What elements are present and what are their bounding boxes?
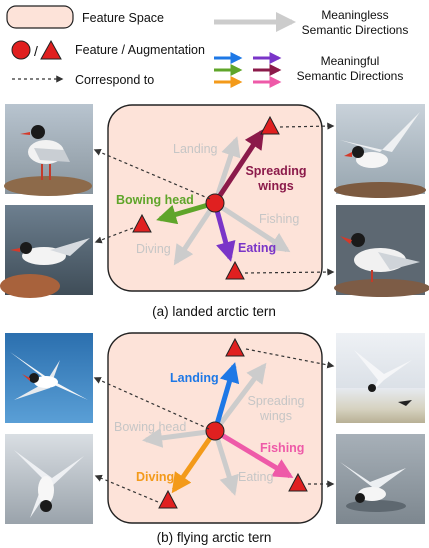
label-b-spreading-1: Spreading [248,394,305,408]
aug-a-eating [225,260,245,280]
legend-augmentation-icon [40,39,62,60]
label-b-fishing: Fishing [260,441,304,455]
legend-feature-icon [11,40,31,60]
arrow-b-diving [171,429,218,494]
corr-b-diving [94,474,159,503]
panel-b: Landing Spreading wings Bowing head Fish… [5,332,425,545]
photo-b-top-right [336,333,425,423]
photo-a-bottom-left [0,205,93,298]
arrow-a-fishing [213,200,291,253]
label-a-diving: Diving [136,242,171,256]
photo-b-bottom-left [5,434,93,524]
legend-meaningful-line1: Meaningful [321,54,380,68]
legend-meaningful-line2: Semantic Directions [297,69,404,83]
arrow-a-eating [212,202,236,262]
corr-b-feature [93,377,210,430]
aug-a-spreading [260,115,280,135]
legend-meaningless-line1: Meaningless [321,8,388,22]
feature-point-b [205,421,225,441]
aug-b-landing [225,337,245,357]
arrow-b-fishing [213,428,294,479]
panel-a: Landing Spreading wings Bowing head Fish… [0,104,429,319]
corr-a-bowing [94,227,134,244]
label-b-diving: Diving [136,470,174,484]
legend-slash: / [34,43,38,59]
photo-a-top-left [4,104,93,196]
arrow-a-spreading [212,128,265,205]
aug-b-fishing [288,472,308,492]
corr-b-landing [245,348,335,369]
label-b-eating: Eating [238,470,273,484]
label-b-landing: Landing [170,371,219,385]
arrow-a-diving [173,201,218,266]
arrow-a-landing [212,136,241,204]
label-a-spreading-2: wings [257,179,293,193]
photo-b-top-left [5,333,93,423]
legend-feature-space-swatch [6,5,74,29]
caption-a: (a) landed arctic tern [152,304,276,319]
legend-feature-label: Feature / Augmentation [75,43,205,57]
aug-a-bowing [132,213,152,233]
label-a-eating: Eating [238,241,276,255]
aug-b-diving [158,489,178,509]
feature-point-a [205,193,225,213]
label-a-bowing: Bowing head [116,193,194,207]
arrow-b-spreading [213,362,267,433]
legend-correspond-label: Correspond to [75,73,154,87]
label-b-spreading-2: wings [259,409,292,423]
photo-a-top-right [334,104,426,198]
photo-a-bottom-right [334,205,429,297]
legend: Feature Space / Feature / Augmentation C… [6,5,409,88]
caption-b: (b) flying arctic tern [157,530,272,545]
label-a-spreading-1: Spreading [245,164,306,178]
legend-feature-space-label: Feature Space [82,11,164,25]
arrow-b-landing [212,362,240,432]
corr-a-eating [244,268,335,276]
photo-b-bottom-right [336,434,425,524]
label-a-landing: Landing [173,142,218,156]
label-a-fishing: Fishing [259,212,299,226]
arrow-a-bowing [156,200,216,225]
arrow-b-eating [212,430,239,496]
corr-a-spreading [279,122,335,130]
arrow-b-bowing [142,428,216,448]
label-b-bowing: Bowing head [114,420,186,434]
legend-meaningless-line2: Semantic Directions [302,23,409,37]
corr-a-feature [93,148,211,200]
